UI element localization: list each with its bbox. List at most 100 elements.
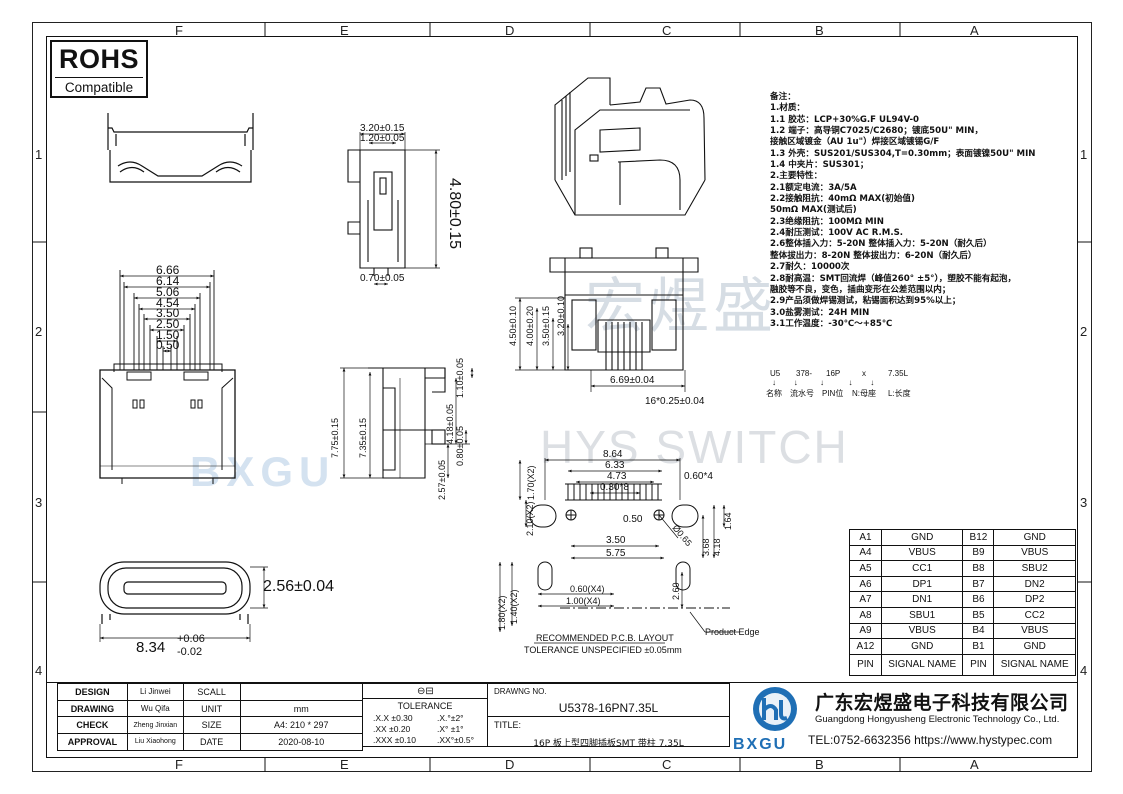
label-cell: SIZE — [182, 716, 241, 735]
bottom-view — [549, 247, 699, 371]
tolerance-linear: .XX ±0.20 — [373, 724, 411, 734]
role-cell: DRAWING — [57, 699, 128, 718]
pcb-edge-label: Product Edge — [705, 627, 760, 637]
dim-pcb-mid: 0.50 — [623, 514, 643, 525]
pin-cell: A12 — [849, 638, 882, 655]
notes-block: 备注： 1.材质： 1.1 胶芯：LCP+30%G.F UL94V-0 1.2 … — [770, 92, 1080, 330]
note-line: 1.1 胶芯：LCP+30%G.F UL94V-0 — [770, 114, 920, 125]
dim-side-w2: 1.20±0.05 — [360, 133, 405, 144]
signal-cell: SBU1 — [880, 606, 964, 624]
pin-cell: B12 — [962, 529, 995, 546]
dim-mid-b: 4.00±0.20 — [525, 306, 535, 346]
pn-label: 名称 — [766, 389, 782, 398]
signal-cell: VBUS — [880, 544, 964, 562]
zone-label-bottom: D — [505, 757, 515, 772]
dim-pcb-v6: 2.60 — [671, 582, 681, 600]
signal-cell: VBUS — [880, 622, 964, 640]
dim-side2-d: 1.10±0.05 — [455, 358, 465, 398]
dim-mid-w: 6.69±0.04 — [610, 375, 655, 386]
watermark-cn: 宏煜盛 — [585, 272, 777, 342]
pin-cell: B7 — [962, 575, 995, 593]
note-line: 2.6整体插入力：5-20N 整体插入力：5-20N（耐久后） — [770, 239, 992, 250]
label-cell: DATE — [182, 733, 241, 751]
dim-pcb-h1: 1.70(X2) — [526, 465, 536, 500]
dim-pcb-v4: 1.80(X2) — [497, 595, 507, 630]
dim-front: 6.14 — [156, 274, 180, 288]
pin-cell: A5 — [849, 560, 882, 577]
signal-cell: SBU2 — [993, 560, 1076, 577]
zone-label-top: D — [505, 23, 515, 38]
pn-code: 16P — [826, 369, 841, 378]
pin-cell: B9 — [962, 544, 995, 562]
title-label: TITLE: — [494, 720, 522, 730]
iso-view — [554, 77, 706, 216]
header-cell: PIN — [962, 653, 995, 676]
signal-cell: VBUS — [993, 544, 1076, 562]
company-logo-text: BXGU — [733, 736, 788, 753]
dim-front: 2.50 — [156, 317, 180, 331]
signal-cell: DN2 — [993, 575, 1076, 593]
zone-label-bottom: A — [970, 757, 979, 772]
signal-cell: CC1 — [880, 560, 964, 577]
pn-code: 7.35L — [888, 369, 909, 378]
note-line: 2.8耐高温：SMT回流焊（峰值260° ±5°），塑胶不能有起泡， — [770, 273, 1017, 284]
side-view-upper — [347, 149, 406, 276]
pcb-tolerance: TOLERANCE UNSPECIFIED ±0.05mm — [524, 645, 682, 655]
pn-label: L:长度 — [888, 389, 911, 398]
dim-side-w1: 3.20±0.15 — [360, 123, 405, 134]
note-line: 1.2 端子：高导铜C7025/C2680；镀底50U" MIN， — [770, 126, 984, 137]
header-cell: PIN — [849, 653, 882, 676]
pn-code: x — [862, 369, 866, 378]
zone-label-left: 1 — [35, 147, 43, 162]
tolerance-title: TOLERANCE — [397, 701, 453, 711]
dim-end-w-low: -0.02 — [177, 646, 202, 658]
dim-side-pin: 0.70±0.05 — [360, 273, 405, 284]
note-line: 3.0盐雾测试：24H MIN — [770, 307, 870, 318]
dim-pcb-w1: 0.60(X4) — [570, 584, 605, 594]
tolerance-linear: .XXX ±0.10 — [373, 735, 416, 745]
note-line: 2.9产品须做焊锡测试，粘锡面积达到95%以上； — [770, 296, 961, 307]
company-name-cn: 广东宏煜盛电子科技有限公司 — [815, 692, 1069, 714]
tolerance-linear: .X.X ±0.30 — [373, 713, 413, 723]
front-pins — [119, 270, 215, 370]
dim-pcb-top: 6.33 — [605, 460, 625, 471]
signal-cell: GND — [880, 638, 964, 655]
drawing-info-divider — [488, 716, 729, 717]
zone-label-left: 3 — [35, 495, 43, 510]
pin-cell: B6 — [962, 591, 995, 608]
note-line: 1.3 外壳：SUS201/SUS304,T=0.30mm；表面镀镍50U" M… — [770, 148, 1036, 159]
note-line: 3.1工作温度：-30℃～+85℃ — [770, 318, 893, 329]
dim-pcb-h2: 2.10(X2) — [525, 501, 535, 536]
value-cell: A4: 210 * 297 — [239, 716, 364, 735]
front-view — [99, 363, 236, 484]
zone-label-top: A — [970, 23, 979, 38]
note-line: 2.7耐久：10000次 — [770, 262, 850, 273]
dim-pcb-v3: 1.64 — [723, 512, 733, 530]
watermark-logo: BXGU — [190, 448, 336, 495]
dim-mid-a: 4.50±0.10 — [508, 306, 518, 346]
pin-cell: A7 — [849, 591, 882, 608]
zone-label-top: F — [175, 23, 183, 38]
note-line: 1.材质： — [770, 103, 806, 114]
note-line: 备注： — [770, 92, 796, 102]
signal-cell: CC2 — [993, 606, 1076, 624]
note-line: 2.3绝缘阻抗：100MΩ MIN — [770, 216, 884, 227]
zone-label-right: 2 — [1080, 324, 1088, 339]
zone-label-left: 4 — [35, 663, 43, 678]
signal-cell: DP2 — [993, 591, 1076, 608]
zone-label-bottom: C — [662, 757, 672, 772]
name-cell: Liu Xiaohong — [126, 733, 184, 751]
dim-side2-h2: 7.35±0.15 — [358, 418, 368, 458]
pn-label: PIN位 — [822, 389, 844, 398]
watermark-en: HYS SWITCH — [540, 421, 849, 473]
note-line: 2.主要特性： — [770, 171, 823, 182]
value-cell: 2020-08-10 — [239, 733, 364, 751]
